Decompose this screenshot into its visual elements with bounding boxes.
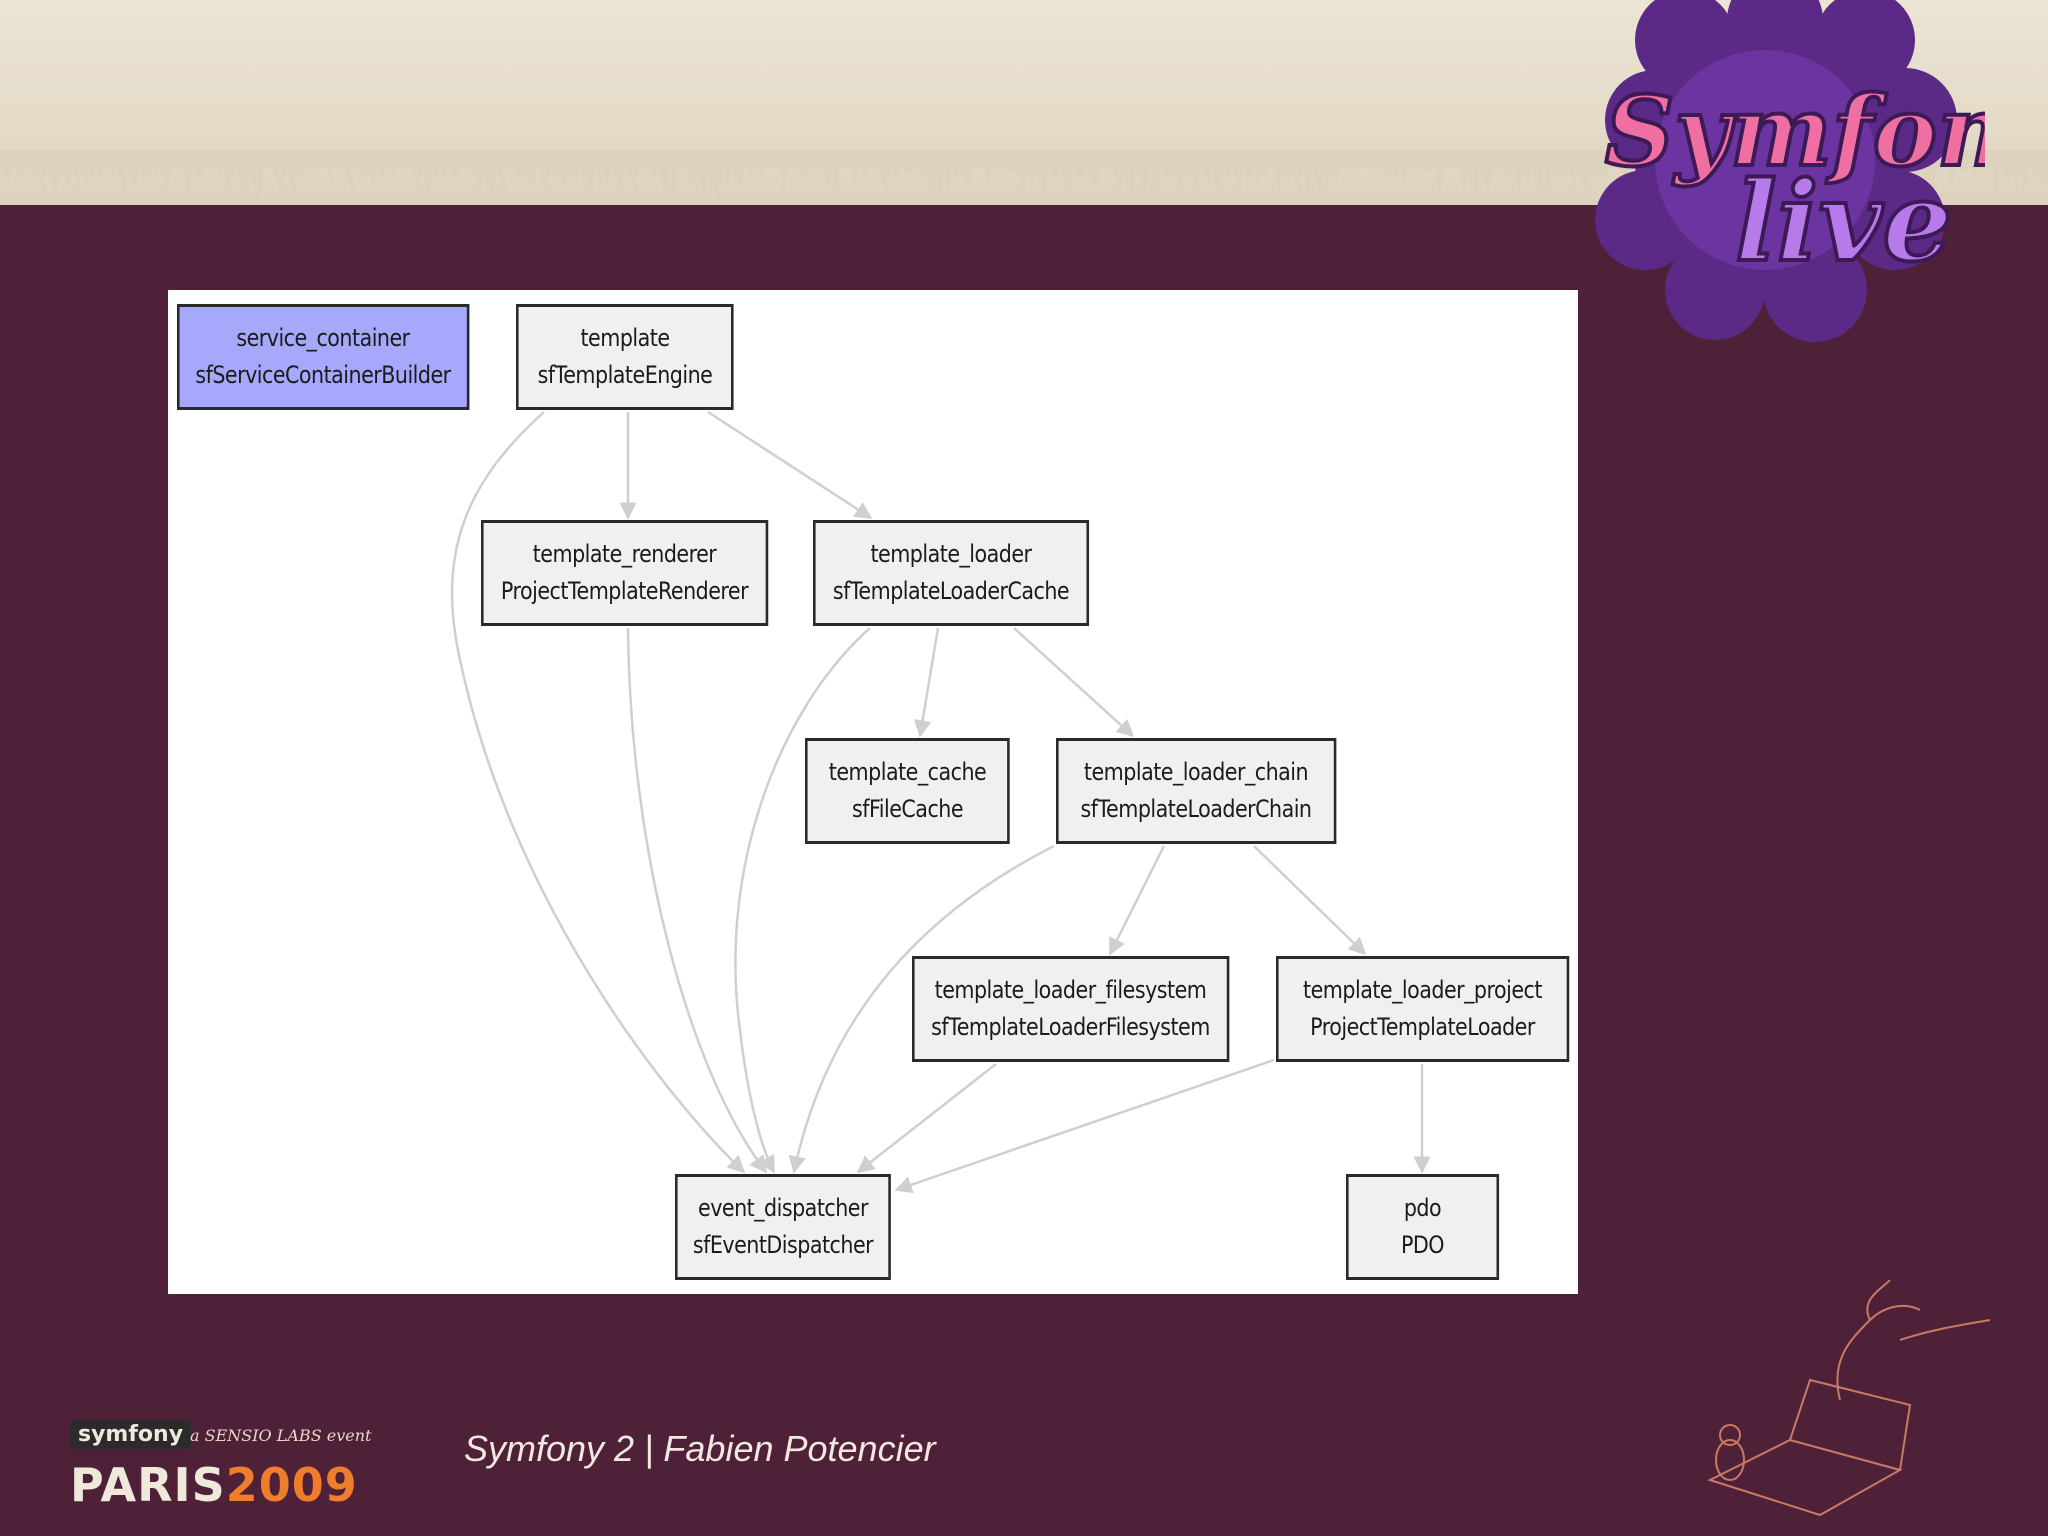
edge-template-loader-project-to-event-dispatcher	[894, 1058, 1275, 1194]
node-template-loader-filesystem: template_loader_filesystem sfTemplateLoad…	[912, 956, 1229, 1062]
node-service-name: template	[580, 324, 670, 352]
flower-center	[1655, 50, 1875, 270]
node-service-name: template_loader_filesystem	[934, 976, 1207, 1004]
paper-fringe-shape	[0, 150, 2048, 206]
edge-template-loader-chain-to-template-loader-project	[1253, 845, 1367, 956]
node-service-name: template_loader	[870, 540, 1032, 568]
node-service-name: template_renderer	[532, 540, 717, 568]
node-service-name: template_loader_chain	[1083, 758, 1309, 786]
node-class-name: ProjectTemplateLoader	[1310, 1013, 1535, 1041]
symfony-small-logo: symfony	[70, 1420, 192, 1449]
edge-template-to-template-loader	[707, 410, 873, 520]
symfony-live-logo: Symfony live	[1595, 0, 1985, 342]
edge-template-to-event-dispatcher	[450, 411, 746, 1174]
node-class-name: sfTemplateLoaderFilesystem	[931, 1013, 1210, 1041]
node-class-name: sfEventDispatcher	[692, 1231, 874, 1259]
footer-title: Symfony 2 | Fabien Potencier	[464, 1428, 936, 1469]
node-class-name: sfServiceContainerBuilder	[195, 361, 451, 389]
node-template-cache: template_cache sfFileCache	[805, 738, 1010, 844]
node-service-name: pdo	[1403, 1194, 1442, 1222]
graph-edges	[450, 410, 1431, 1194]
node-event-dispatcher: event_dispatcher sfEventDispatcher	[675, 1174, 891, 1280]
dependency-graph: service_container sfServiceContainerBuild…	[168, 290, 1578, 1294]
logo-word-symfony: Symfony	[1605, 75, 1985, 188]
node-class-name: sfTemplateLoaderCache	[832, 577, 1070, 605]
edge-template-renderer-to-event-dispatcher	[626, 627, 768, 1174]
node-service-name: template_cache	[828, 758, 987, 786]
node-class-name: sfFileCache	[851, 795, 964, 823]
laptop-tree-doodle	[1707, 1280, 1991, 1517]
node-class-name: ProjectTemplateRenderer	[500, 577, 749, 605]
brand-year: 2009	[225, 1458, 358, 1512]
node-class-name: sfTemplateEngine	[537, 361, 713, 389]
symfony-paris-2009-brand: symfony a SENSIO LABS event PARIS2009	[70, 1420, 400, 1512]
node-class-name: PDO	[1400, 1231, 1445, 1259]
node-template: template sfTemplateEngine	[516, 304, 734, 410]
brand-city: PARIS	[70, 1458, 226, 1512]
node-service-container: service_container sfServiceContainerBuild…	[177, 304, 469, 410]
logo-word-live: live	[1735, 157, 1952, 286]
edge-template-loader-filesystem-to-event-dispatcher	[856, 1063, 997, 1174]
paris-2009-wordmark: PARIS2009	[70, 1458, 358, 1512]
edge-template-loader-to-event-dispatcher	[734, 627, 871, 1174]
paper-torn-edge	[0, 150, 2048, 206]
edge-template-loader-to-template-loader-chain	[1013, 627, 1135, 738]
node-template-loader-chain: template_loader_chain sfTemplateLoaderCha…	[1056, 738, 1336, 844]
node-service-name: template_loader_project	[1303, 976, 1542, 1004]
edge-template-loader-chain-to-template-loader-filesystem	[1108, 845, 1166, 956]
edge-template-loader-chain-to-event-dispatcher	[788, 844, 1055, 1174]
node-template-loader: template_loader sfTemplateLoaderCache	[813, 520, 1089, 626]
node-service-name: service_container	[236, 324, 410, 352]
sensio-labs-tagline: a SENSIO LABS event	[190, 1426, 372, 1445]
node-class-name: sfTemplateLoaderChain	[1080, 795, 1312, 823]
edge-template-loader-to-template-cache	[913, 627, 940, 738]
node-service-name: event_dispatcher	[698, 1194, 868, 1222]
